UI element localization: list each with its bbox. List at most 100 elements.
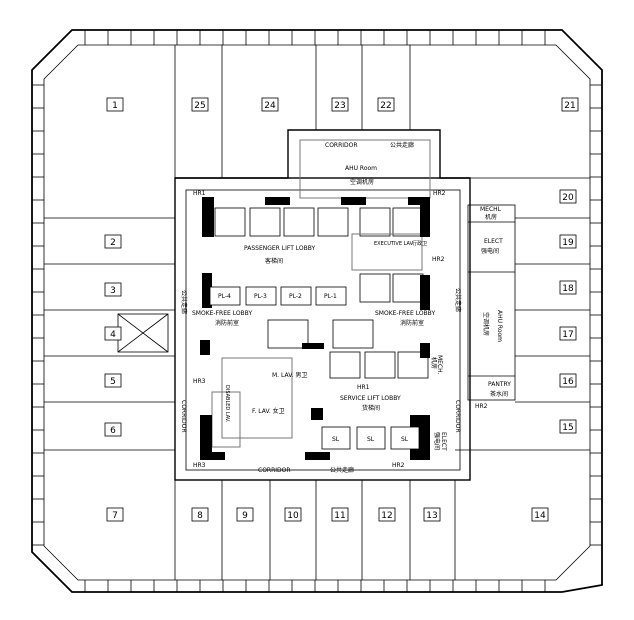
lift-sl-1-label: SL xyxy=(332,436,340,443)
unit-label-box xyxy=(331,507,349,522)
unit-label-7: 7 xyxy=(106,507,124,522)
unit-label-5: 5 xyxy=(104,373,122,388)
inner-facade xyxy=(43,44,591,581)
unit-label-box xyxy=(559,189,577,204)
elect-room-label: ELECT xyxy=(484,238,503,245)
hr-label: HR2 xyxy=(392,462,405,469)
lift-pl2-label: PL-2 xyxy=(289,293,302,300)
unit-label-23: 23 xyxy=(331,97,349,112)
smoke-lobby-right-cn: 消防前室 xyxy=(400,319,424,327)
elect-cn: 强电间 xyxy=(433,432,441,450)
ahu-strip-cn: 空调机房 xyxy=(482,312,490,336)
unit-number: 11 xyxy=(334,511,345,521)
unit-label-box xyxy=(561,97,579,112)
unit-label-box xyxy=(559,234,577,249)
unit-label-box xyxy=(378,507,396,522)
unit-number: 16 xyxy=(562,377,574,387)
pantry-cn: 茶水间 xyxy=(490,390,508,398)
corridor-top-label: CORRIDOR xyxy=(325,142,358,149)
unit-label-box xyxy=(104,282,122,297)
core-labels: CORRIDOR 公共走廊 AHU Room 空调机房 PASSENGER LI… xyxy=(180,141,488,474)
lift-pl4 xyxy=(209,286,241,306)
unit-label-box xyxy=(559,280,577,295)
unit-number: 8 xyxy=(197,511,203,521)
lift-sl-1 xyxy=(321,426,351,450)
unit-label-box xyxy=(261,97,279,112)
unit-label-4: 4 xyxy=(104,326,122,341)
unit-label-1: 1 xyxy=(106,97,124,112)
service-strip-labels: MECHL 机房 ELECT 强电间 AHU Room 空调机房 PANTRY … xyxy=(480,206,511,398)
hr-label: HR2 xyxy=(475,403,488,410)
executive-lav-cn: 行政卫 xyxy=(412,240,427,247)
unit-label-box xyxy=(377,97,395,112)
unit-label-12: 12 xyxy=(378,507,396,522)
unit-number: 23 xyxy=(334,101,345,111)
pantry-label: PANTRY xyxy=(488,381,511,388)
elect-label: ELECT xyxy=(440,432,447,451)
corridor-bottom-label: CORRIDOR xyxy=(258,467,291,474)
unit-number: 6 xyxy=(110,426,116,436)
mechl-label: MECHL xyxy=(480,206,502,213)
unit-label-box xyxy=(106,97,124,112)
outer-wall xyxy=(31,29,603,593)
unit-label-box xyxy=(531,507,549,522)
ahu-room-cn: 空调机房 xyxy=(350,178,374,186)
lift-sl-2-label: SL xyxy=(367,436,375,443)
smoke-lobby-left-cn: 消防前室 xyxy=(215,319,239,327)
unit-label-box xyxy=(104,373,122,388)
unit-label-box xyxy=(104,326,122,341)
unit-label-box xyxy=(559,419,577,434)
hr-label: HR3 xyxy=(193,462,206,469)
service-lobby-cn: 货梯间 xyxy=(362,404,380,412)
service-lobby-label: SERVICE LIFT LOBBY xyxy=(340,395,401,402)
unit-label-box xyxy=(284,507,302,522)
unit-label-6: 6 xyxy=(104,422,122,437)
unit-number: 12 xyxy=(381,511,392,521)
core-wall xyxy=(174,177,471,481)
corridor-top-cn: 公共走廊 xyxy=(390,141,414,149)
unit-label-box xyxy=(559,326,577,341)
elect-room-cn: 强电间 xyxy=(481,247,499,255)
unit-label-18: 18 xyxy=(559,280,577,295)
hr-label: HR1 xyxy=(193,190,206,197)
unit-label-box xyxy=(559,373,577,388)
unit-number: 21 xyxy=(564,101,575,111)
smoke-lobby-left-label: SMOKE-FREE LOBBY xyxy=(192,310,252,317)
lift-pl1-label: PL-1 xyxy=(324,293,337,300)
unit-label-24: 24 xyxy=(261,97,279,112)
facade-mullions xyxy=(32,30,602,592)
m-lav-label: M. LAV. 男卫 xyxy=(272,372,307,379)
unit-label-19: 19 xyxy=(559,234,577,249)
structural-columns xyxy=(200,197,430,460)
unit-label-17: 17 xyxy=(559,326,577,341)
unit-label-21: 21 xyxy=(561,97,579,112)
unit-label-box xyxy=(236,507,254,522)
corridor-right-cn: 公共走廊 xyxy=(454,288,462,312)
unit-label-20: 20 xyxy=(559,189,577,204)
mech-cn: 机房 xyxy=(430,357,438,369)
unit-number: 9 xyxy=(242,511,248,521)
disabled-lav-label: DISABLED LAV. xyxy=(224,385,230,423)
corridor-left-label: CORRIDOR xyxy=(180,400,187,433)
unit-number: 14 xyxy=(534,511,546,521)
corridor-right-label: CORRIDOR xyxy=(454,400,461,433)
unit-label-14: 14 xyxy=(531,507,549,522)
lift-pl2 xyxy=(280,286,312,306)
unit-label-13: 13 xyxy=(423,507,441,522)
service-strip xyxy=(467,204,516,401)
unit-number: 18 xyxy=(562,284,574,294)
hr-label: HR2 xyxy=(432,256,445,263)
unit-partitions xyxy=(44,45,590,580)
lift-pl4-label: PL-4 xyxy=(218,293,231,300)
unit-label-box xyxy=(331,97,349,112)
unit-number: 19 xyxy=(562,238,574,248)
unit-label-25: 25 xyxy=(191,97,209,112)
unit-label-8: 8 xyxy=(191,507,209,522)
unit-label-box xyxy=(191,507,209,522)
unit-number: 24 xyxy=(264,101,276,111)
unit-number: 20 xyxy=(562,193,574,203)
lift-shafts xyxy=(211,207,429,448)
unit-label-box xyxy=(191,97,209,112)
